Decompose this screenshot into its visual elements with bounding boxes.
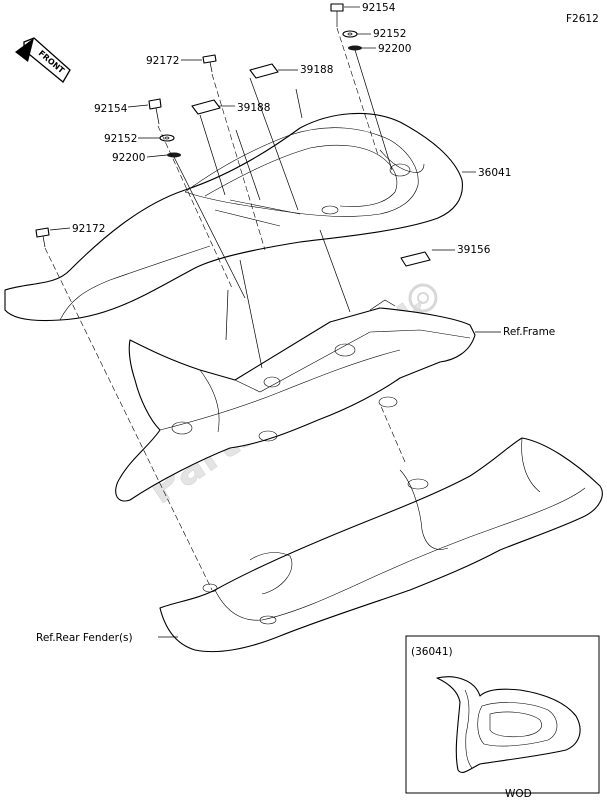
ring-top-icon	[348, 45, 362, 51]
bolt-top-label: 92154	[362, 2, 396, 14]
frame-ref-label: Ref.Frame	[503, 326, 555, 338]
seat-cover-part	[4, 112, 463, 322]
inset-title: (36041)	[411, 646, 453, 658]
front-arrow-icon: FRONT	[15, 37, 71, 83]
inset-caption: WOD	[505, 788, 532, 800]
screw-upper-label: 92172	[146, 55, 179, 67]
rear-frame-ref	[115, 299, 476, 502]
washer-top-icon	[342, 30, 358, 38]
fender-ref-label: Ref.Rear Fender(s)	[36, 632, 133, 644]
label-a-icon	[249, 63, 279, 79]
washer-left-icon	[159, 134, 175, 142]
label-a-text: 39188	[300, 64, 333, 76]
bolt-left-icon	[148, 98, 162, 125]
washer-top-label: 92152	[373, 28, 406, 40]
inset-box: (36041) WOD	[405, 635, 600, 800]
washer-left-label: 92152	[104, 133, 137, 145]
label-b-icon	[191, 99, 221, 115]
ring-left-icon	[167, 152, 181, 158]
screw-left-icon	[35, 227, 50, 248]
rear-fender-ref	[159, 437, 603, 653]
label-b-text: 39188	[237, 102, 270, 114]
screw-upper-icon	[202, 54, 217, 73]
ring-left-label: 92200	[112, 152, 145, 164]
label-c-icon	[400, 251, 431, 267]
figure-code: F2612	[566, 13, 599, 25]
screw-left-label: 92172	[72, 223, 105, 235]
bolt-top-icon	[330, 3, 344, 27]
seat-cover-variant-part	[436, 676, 581, 773]
ring-top-label: 92200	[378, 43, 411, 55]
bolt-left-label: 92154	[94, 103, 128, 115]
watermark-gear-icon	[408, 283, 438, 313]
assembly-lines	[44, 27, 406, 591]
label-c-text: 39156	[457, 244, 491, 256]
cover-label: 36041	[478, 167, 511, 179]
